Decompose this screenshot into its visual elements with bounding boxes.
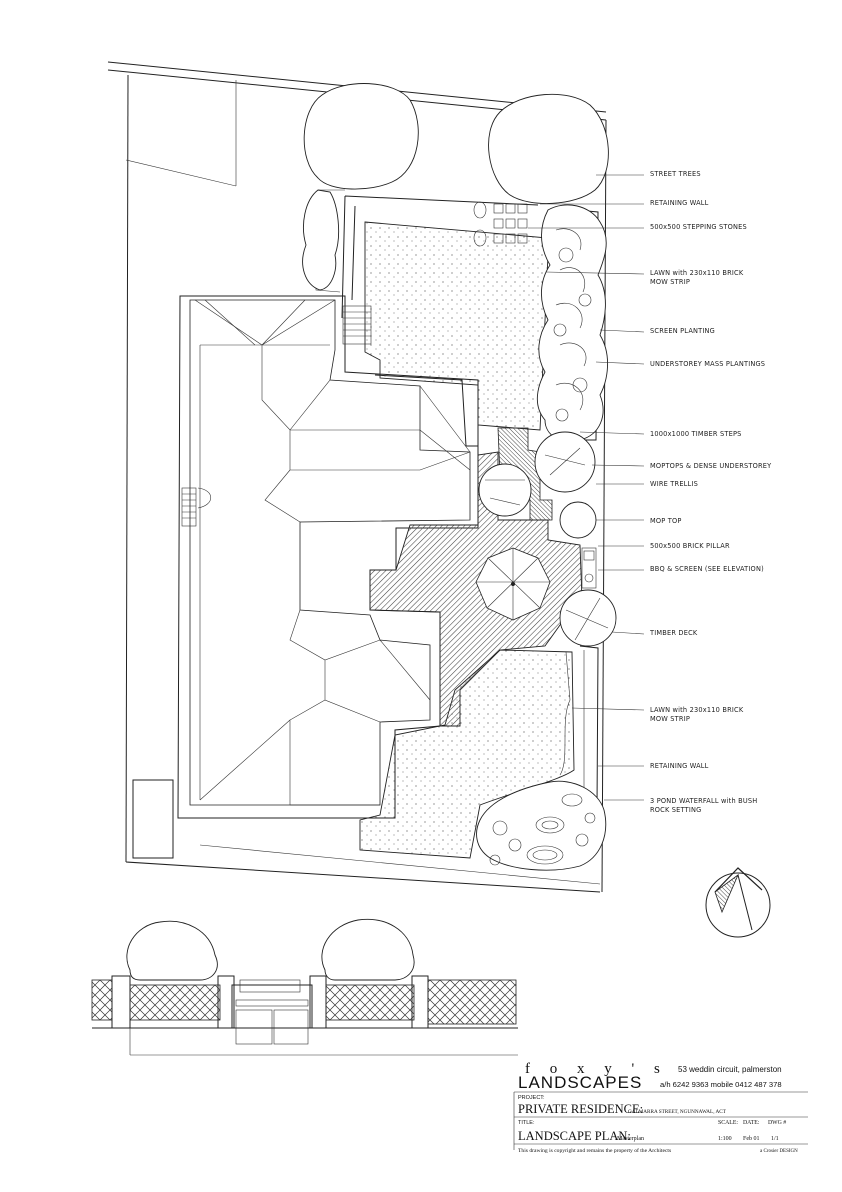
- callout-understorey: UNDERSTOREY MASS PLANTINGS: [650, 360, 765, 368]
- title-block: f o x y ' s LANDSCAPES 53 weddin circuit…: [513, 1061, 808, 1154]
- callout-retaining-wall-top: RETAINING WALL: [650, 199, 709, 207]
- callout-lawn-bottom-line2: MOW STRIP: [650, 715, 690, 723]
- company-phones: a/h 6242 9363 mobile 0412 487 378: [660, 1080, 782, 1089]
- title-label: TITLE:: [518, 1120, 535, 1126]
- callout-lawn-bottom: LAWN with 230x110 BRICK: [650, 706, 744, 714]
- callout-leaders: [528, 174, 645, 801]
- callout-lawn-top: LAWN with 230x110 BRICK: [650, 269, 744, 277]
- callout-stepping-stones: 500x500 STEPPING STONES: [650, 223, 747, 231]
- callout-wire-trellis: WIRE TRELLIS: [650, 480, 698, 488]
- callout-bbq-screen: BBQ & SCREEN (SEE ELEVATION): [650, 565, 764, 573]
- drawing-number: 1/1: [771, 1136, 779, 1142]
- pond-waterfall: [476, 780, 607, 871]
- brand-name: LANDSCAPES: [518, 1073, 642, 1092]
- callout-timber-deck: TIMBER DECK: [649, 629, 698, 637]
- left-hedge: [302, 189, 340, 291]
- callout-retaining-wall-bottom: RETAINING WALL: [650, 762, 709, 770]
- project-label: PROJECT:: [518, 1095, 545, 1101]
- date-label: DATE:: [743, 1120, 760, 1126]
- screen-planting: [536, 204, 609, 442]
- bbq-screen-elevation: [91, 918, 518, 1056]
- callout-timber-steps: 1000x1000 TIMBER STEPS: [650, 430, 742, 438]
- drawing-title: LANDSCAPE PLAN:: [518, 1129, 631, 1143]
- moptop-trees: [478, 431, 617, 647]
- callout-pond-waterfall-line2: ROCK SETTING: [650, 806, 701, 814]
- north-arrow-icon: [705, 867, 771, 938]
- copyright-note: This drawing is copyright and remains th…: [518, 1147, 671, 1154]
- drawing-subtitle: Masterplan: [617, 1136, 644, 1142]
- callout-moptops: MOPTOPS & DENSE UNDERSTOREY: [650, 462, 772, 470]
- callout-pond-waterfall: 3 POND WATERFALL with BUSH: [650, 797, 757, 805]
- callout-brick-pillar: 500x500 BRICK PILLAR: [650, 542, 730, 550]
- project-name: PRIVATE RESIDENCE:: [518, 1102, 643, 1116]
- dwg-label: DWG #: [768, 1120, 786, 1126]
- scale-label: SCALE:: [718, 1120, 738, 1126]
- callout-mop-top: MOP TOP: [650, 517, 682, 525]
- callout-lawn-top-line2: MOW STRIP: [650, 278, 690, 286]
- street-trees: [303, 83, 609, 204]
- drawing-scale: 1:100: [718, 1136, 732, 1142]
- callout-screen-planting: SCREEN PLANTING: [650, 327, 715, 335]
- brand-top: f o x y ' s: [525, 1061, 668, 1077]
- company-address: 53 weddin circuit, palmerston: [678, 1065, 782, 1074]
- project-address: GALMARRA STREET, NGUNNAWAL, ACT: [628, 1109, 727, 1115]
- callout-labels: STREET TREES RETAINING WALL 500x500 STEP…: [649, 170, 772, 814]
- callout-street-trees: STREET TREES: [650, 170, 701, 178]
- stepping-stones: [473, 201, 528, 247]
- designer-credit: a Crosier DESIGN: [760, 1149, 798, 1154]
- drawing-date: Feb 01: [743, 1136, 760, 1142]
